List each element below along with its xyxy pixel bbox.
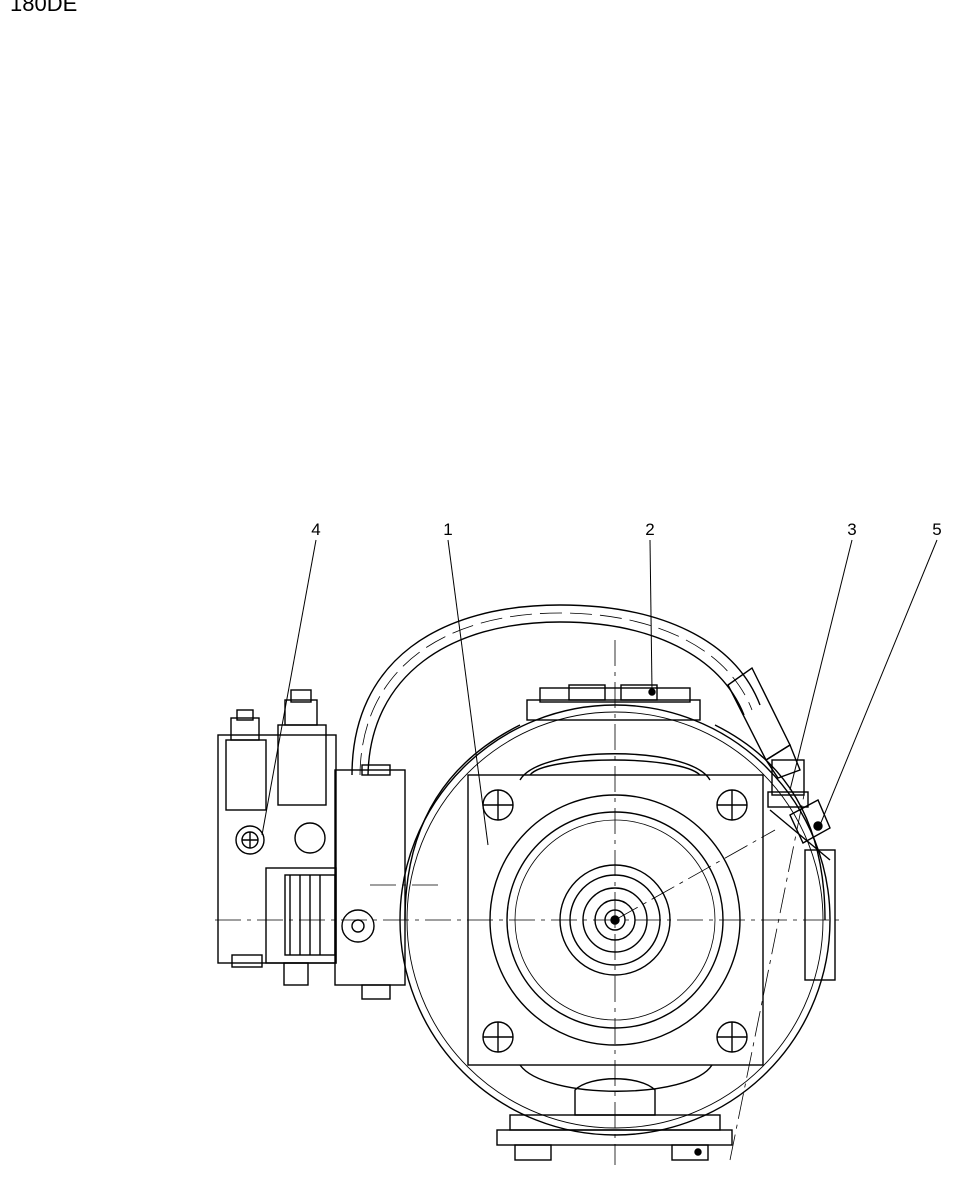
leader-2	[649, 539, 653, 691]
adapter-block	[334, 764, 406, 1000]
hose-pipe	[351, 604, 801, 779]
leader-lines	[261, 539, 938, 846]
leader-1	[447, 539, 489, 846]
bottom-flange	[496, 1064, 733, 1161]
valve-block	[217, 689, 337, 986]
callout-1: 1	[443, 520, 452, 539]
leader-4	[261, 539, 317, 836]
leader-5	[819, 539, 938, 826]
model-label: 180DE	[10, 0, 78, 16]
side-fittings	[767, 759, 836, 981]
callout-5: 5	[932, 520, 941, 539]
centre-lines	[215, 640, 840, 1165]
callout-4: 4	[311, 520, 320, 539]
callout-3: 3	[847, 520, 856, 539]
leader-3	[789, 539, 853, 791]
callout-2: 2	[645, 520, 654, 539]
